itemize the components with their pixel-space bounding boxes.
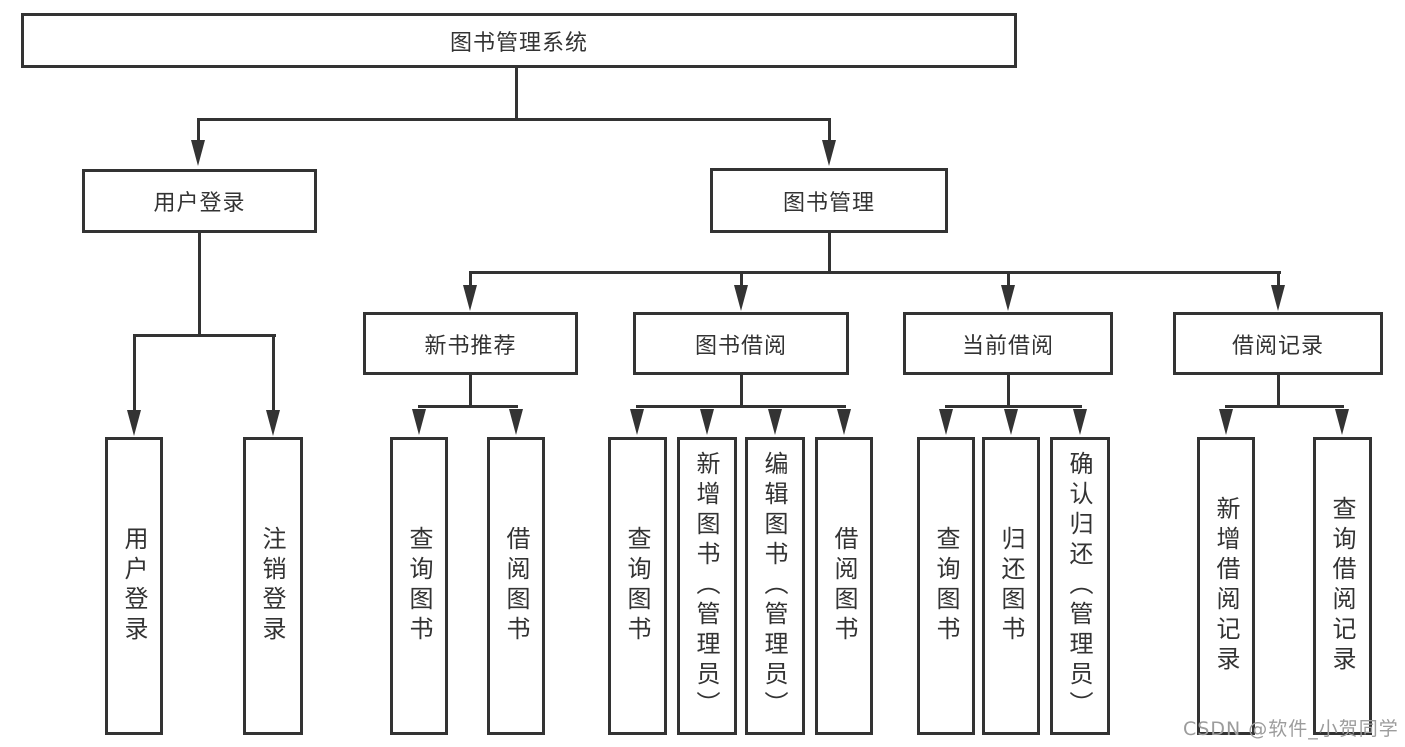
leaf-query-books-borrowing: 查询图书 bbox=[608, 437, 667, 735]
leaf-confirm-return-admin: 确认归还（管理员） bbox=[1050, 437, 1110, 735]
connector-line bbox=[198, 232, 201, 336]
node-new-book-recommendation: 新书推荐 bbox=[363, 312, 578, 375]
arrow-down-icon bbox=[768, 409, 782, 435]
leaf-borrow-books: 借阅图书 bbox=[815, 437, 873, 735]
connector-line bbox=[740, 373, 743, 408]
connector-line bbox=[740, 273, 743, 287]
arrow-down-icon bbox=[700, 409, 714, 435]
arrow-down-icon bbox=[1004, 409, 1018, 435]
connector-line bbox=[133, 336, 136, 412]
arrow-down-icon bbox=[1219, 409, 1233, 435]
connector-line bbox=[828, 120, 831, 142]
connector-line bbox=[1277, 373, 1280, 408]
leaf-query-borrow-record: 查询借阅记录 bbox=[1313, 437, 1372, 735]
arrow-down-icon bbox=[127, 410, 141, 436]
arrow-down-icon bbox=[822, 140, 836, 166]
node-current-borrowing: 当前借阅 bbox=[903, 312, 1113, 375]
connector-line bbox=[828, 232, 831, 273]
arrow-down-icon bbox=[266, 410, 280, 436]
arrow-down-icon bbox=[734, 285, 748, 311]
connector-line bbox=[469, 373, 472, 408]
leaf-add-books-admin: 新增图书（管理员） bbox=[677, 437, 737, 735]
connector-line bbox=[1277, 273, 1280, 287]
arrow-down-icon bbox=[1271, 285, 1285, 311]
connector-line bbox=[1007, 373, 1010, 408]
node-book-management: 图书管理 bbox=[710, 168, 948, 233]
connector-line bbox=[197, 118, 831, 121]
connector-line bbox=[133, 334, 276, 337]
node-root-library-system: 图书管理系统 bbox=[21, 13, 1017, 68]
arrow-down-icon bbox=[939, 409, 953, 435]
connector-line bbox=[469, 273, 472, 287]
arrow-down-icon bbox=[509, 409, 523, 435]
arrow-down-icon bbox=[630, 409, 644, 435]
connector-line bbox=[418, 405, 518, 408]
arrow-down-icon bbox=[412, 409, 426, 435]
connector-line bbox=[469, 271, 1281, 274]
arrow-down-icon bbox=[463, 285, 477, 311]
connector-line bbox=[636, 405, 846, 408]
arrow-down-icon bbox=[1001, 285, 1015, 311]
leaf-return-books: 归还图书 bbox=[982, 437, 1040, 735]
arrow-down-icon bbox=[191, 140, 205, 166]
connector-line bbox=[515, 68, 518, 120]
node-book-borrowing: 图书借阅 bbox=[633, 312, 849, 375]
connector-line bbox=[197, 120, 200, 142]
leaf-borrow-books-recommend: 借阅图书 bbox=[487, 437, 545, 735]
leaf-logout: 注销登录 bbox=[243, 437, 303, 735]
arrow-down-icon bbox=[1073, 409, 1087, 435]
leaf-add-borrow-record: 新增借阅记录 bbox=[1197, 437, 1255, 735]
arrow-down-icon bbox=[837, 409, 851, 435]
node-user-login: 用户登录 bbox=[82, 169, 317, 233]
leaf-user-login: 用户登录 bbox=[105, 437, 163, 735]
connector-line bbox=[1225, 405, 1344, 408]
connector-line bbox=[272, 336, 275, 412]
arrow-down-icon bbox=[1335, 409, 1349, 435]
leaf-edit-books-admin: 编辑图书（管理员） bbox=[745, 437, 805, 735]
connector-line bbox=[1007, 273, 1010, 287]
leaf-query-books-current: 查询图书 bbox=[917, 437, 975, 735]
watermark: CSDN @软件_小贺同学 bbox=[1183, 718, 1399, 740]
leaf-query-books-recommend: 查询图书 bbox=[390, 437, 448, 735]
connector-line bbox=[945, 405, 1082, 408]
node-borrowing-records: 借阅记录 bbox=[1173, 312, 1383, 375]
